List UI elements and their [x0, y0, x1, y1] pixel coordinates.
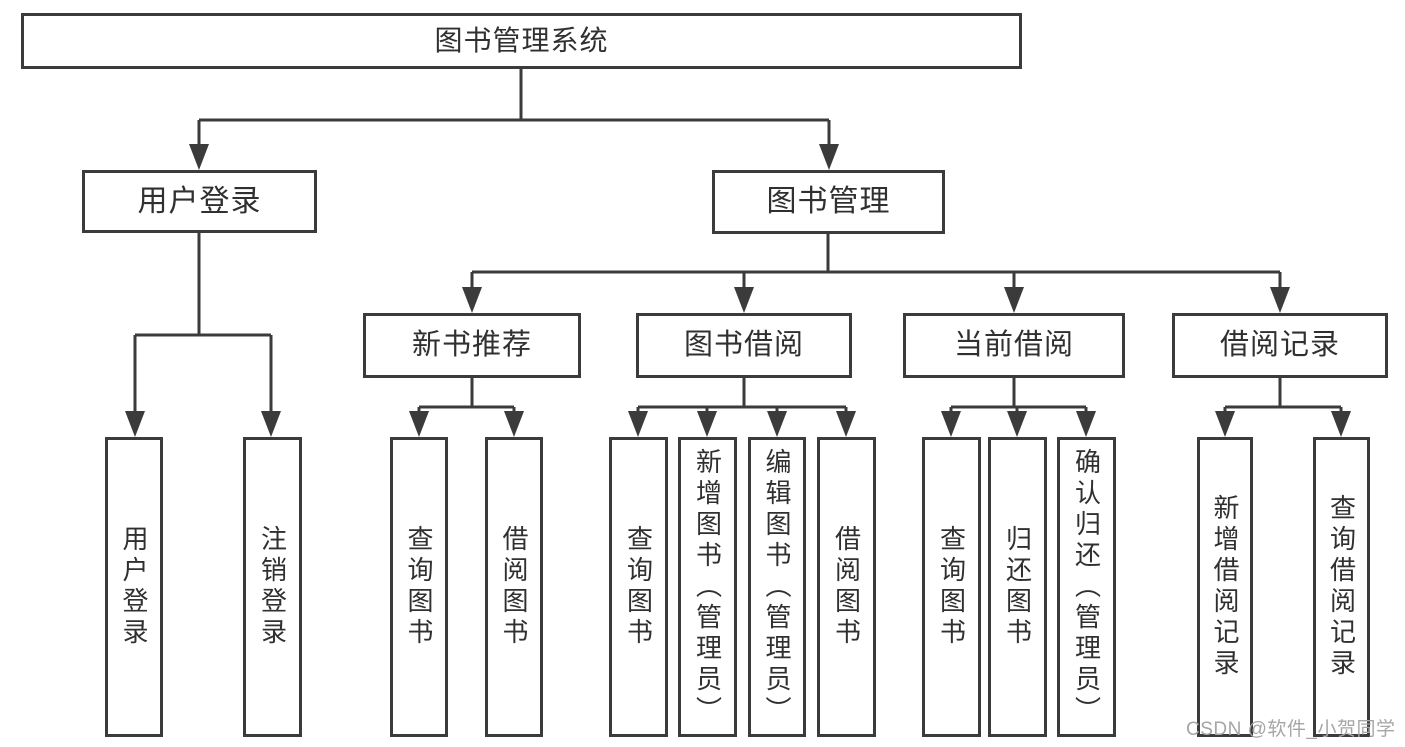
node-current-borrow: 当前借阅	[903, 313, 1125, 378]
leaf-borrow-query-books: 查询图书	[609, 437, 668, 737]
leaf-add-books-admin: 新增图书（管理员）	[678, 437, 737, 737]
leaf-return-books: 归还图书	[988, 437, 1047, 737]
leaf-borrow-books: 借阅图书	[817, 437, 876, 737]
node-borrow-records: 借阅记录	[1172, 313, 1388, 378]
leaf-recommend-borrow-books: 借阅图书	[485, 437, 543, 737]
leaf-confirm-return-admin: 确认归还（管理员）	[1057, 437, 1116, 737]
node-new-book-recommend: 新书推荐	[363, 313, 581, 378]
leaf-user-login: 用户登录	[105, 437, 163, 737]
leaf-current-query-books: 查询图书	[922, 437, 981, 737]
leaf-query-borrow-record: 查询借阅记录	[1313, 437, 1370, 737]
leaf-logout: 注销登录	[243, 437, 302, 737]
node-root-system: 图书管理系统	[21, 13, 1022, 69]
csdn-watermark: CSDN @软件_小贺同学	[1186, 719, 1396, 740]
leaf-recommend-query-books: 查询图书	[390, 437, 448, 737]
leaf-edit-books-admin: 编辑图书（管理员）	[748, 437, 806, 737]
node-book-borrow: 图书借阅	[636, 313, 852, 378]
leaf-add-borrow-record: 新增借阅记录	[1197, 437, 1253, 737]
node-user-login: 用户登录	[82, 170, 317, 233]
node-book-management: 图书管理	[712, 170, 945, 234]
